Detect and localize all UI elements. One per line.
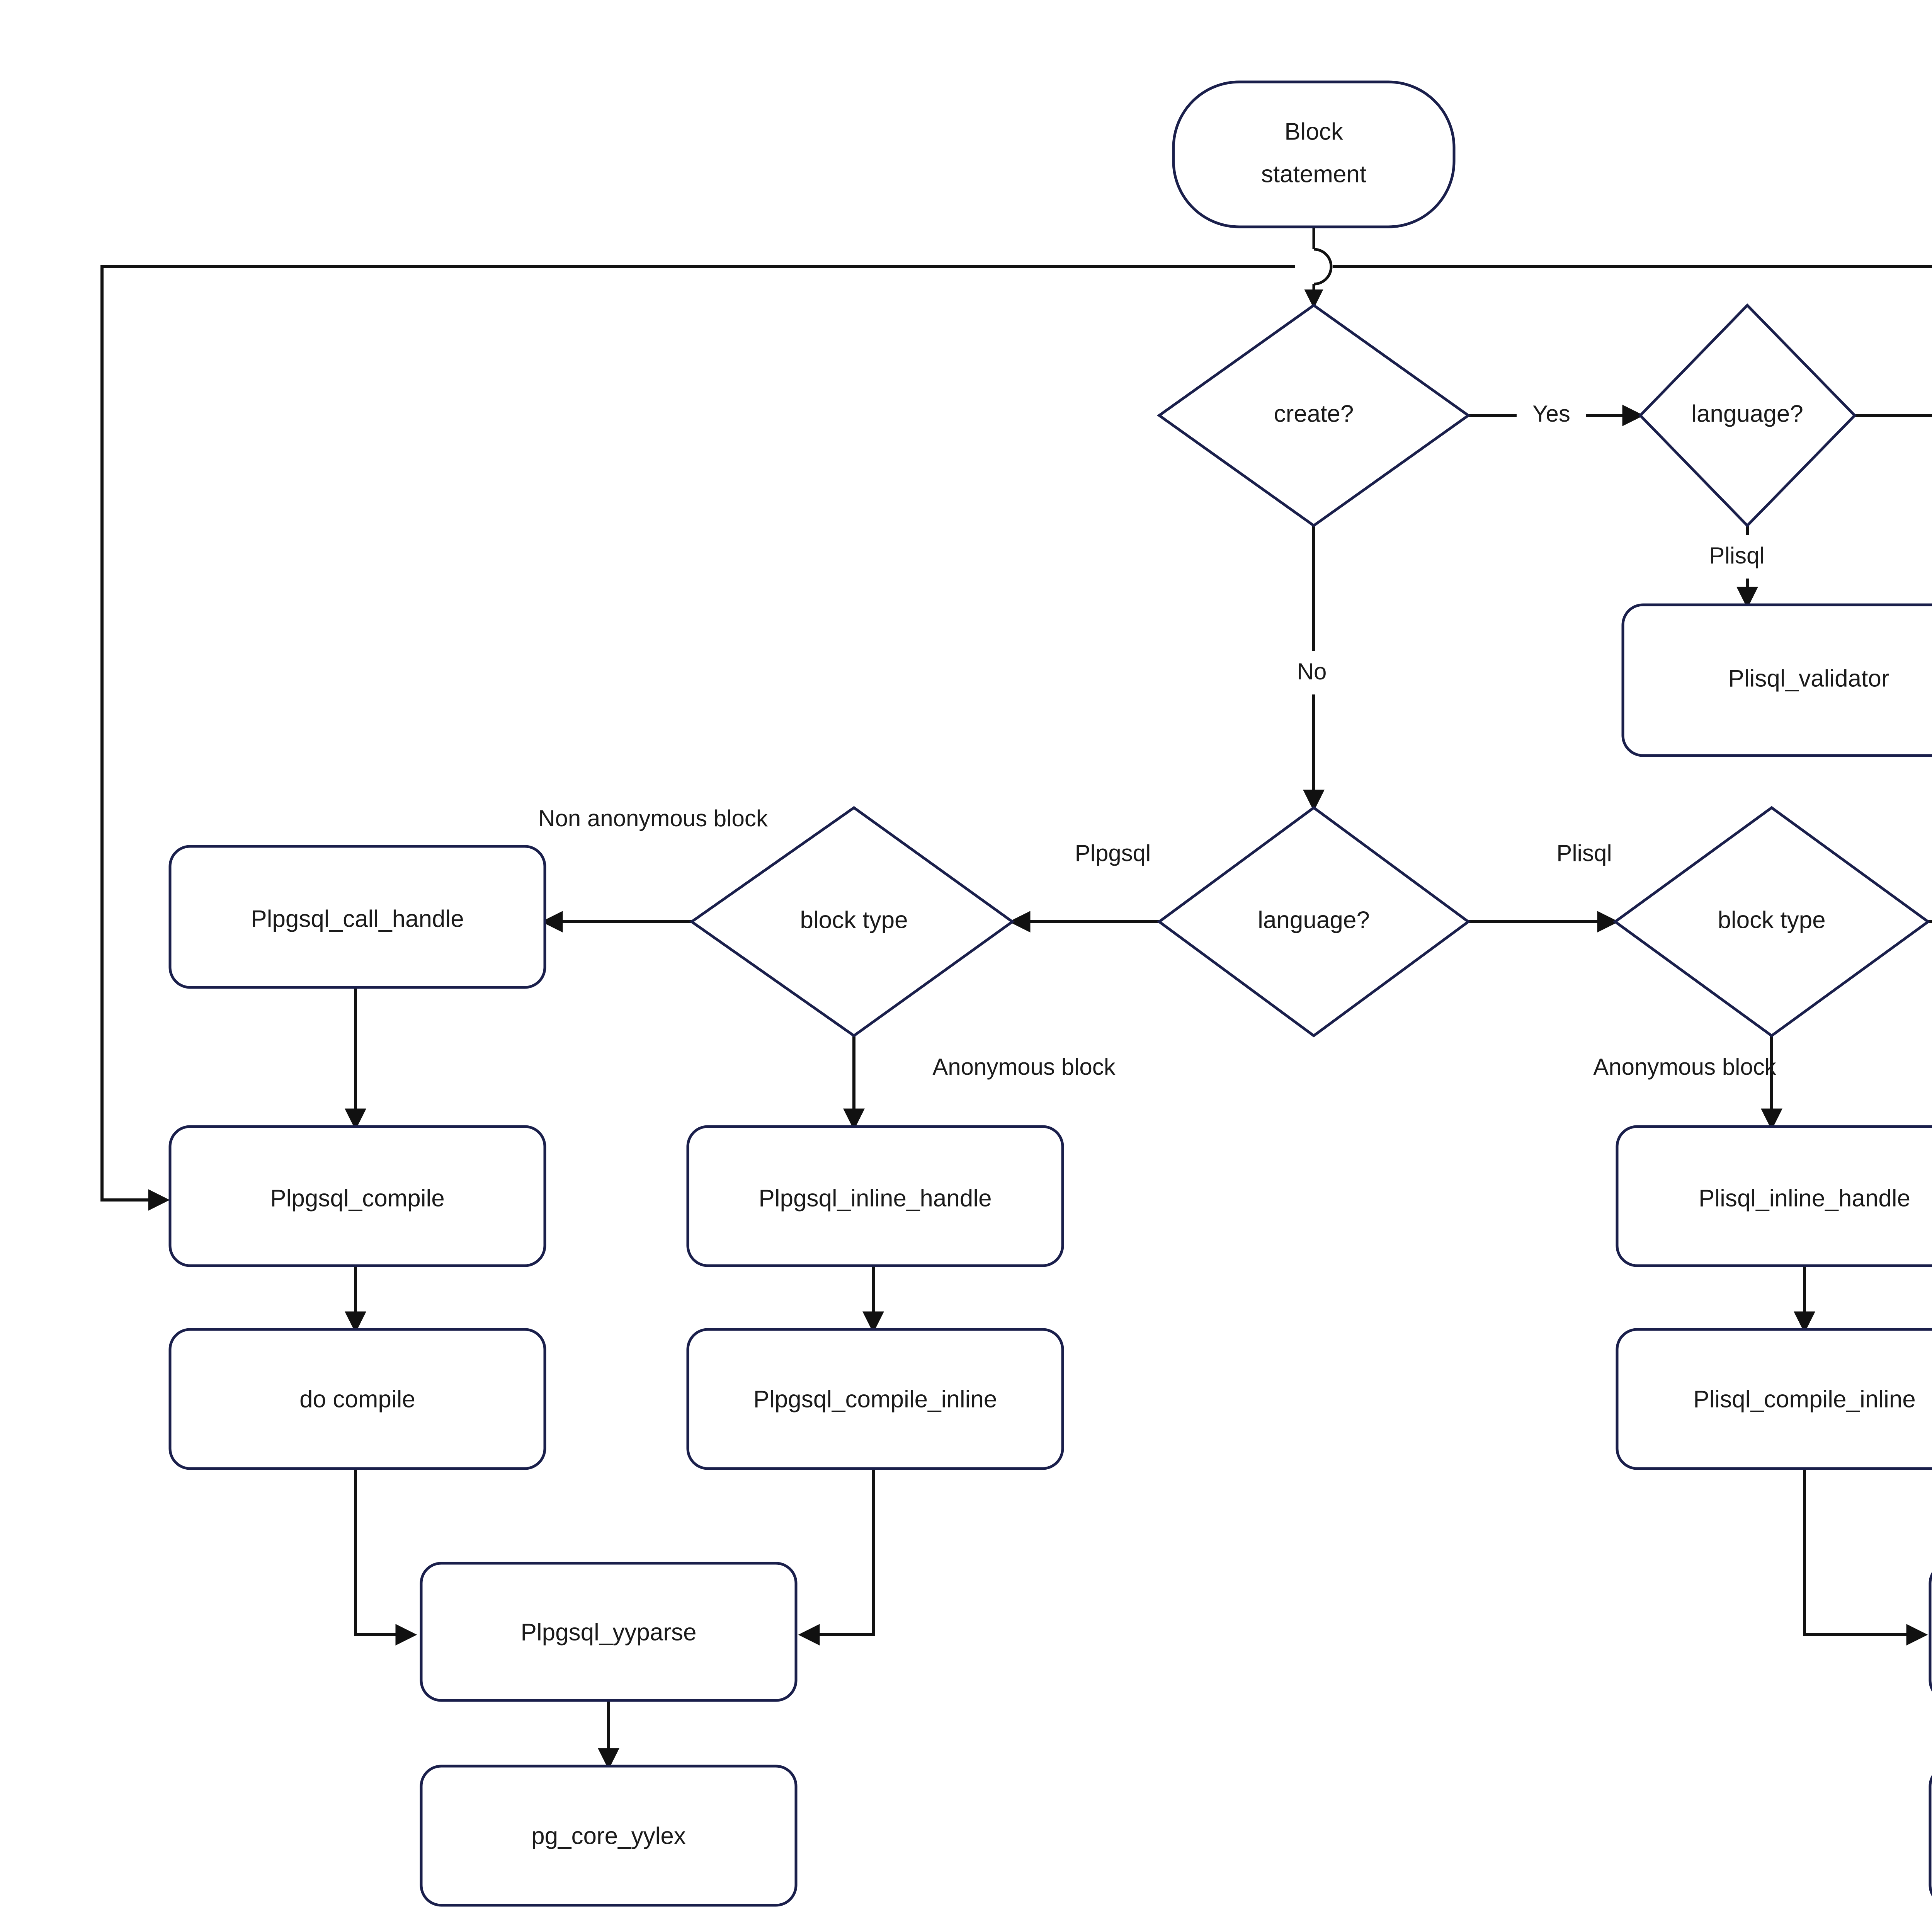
edge-label-plisql-top: Plisql	[1671, 535, 1803, 579]
svg-text:Non anonymous block: Non anonymous block	[538, 805, 768, 831]
svg-text:Yes: Yes	[1532, 401, 1570, 427]
node-blocktype-left-decision[interactable]: block type	[689, 806, 1015, 1038]
node-plpgsql-inline-handle[interactable]: Plpgsql_inline_handle	[686, 1125, 1064, 1267]
node-blocktype-right-decision-label: block type	[1718, 907, 1825, 933]
node-do-compile-left-label: do compile	[299, 1386, 415, 1413]
node-do-compile-left[interactable]: do compile	[168, 1328, 546, 1470]
edge-label-yes: Yes	[1517, 393, 1586, 437]
node-plisql-compile-inline[interactable]: Plisql_compile_inline	[1616, 1328, 1932, 1470]
edge-docompile-left-yyparse	[354, 1469, 417, 1646]
node-plisql-compile-inline-label: Plisql_compile_inline	[1693, 1386, 1916, 1413]
node-language-top-decision-label: language?	[1691, 400, 1803, 427]
node-blocktype-left-decision-label: block type	[800, 907, 908, 933]
node-plpgsql-compile-label: Plpgsql_compile	[270, 1185, 444, 1212]
node-plisql-validator[interactable]: Plisql_validator	[1621, 603, 1932, 757]
node-plpgsql-inline-handle-label: Plpgsql_inline_handle	[759, 1185, 992, 1212]
node-create-decision-label: create?	[1274, 400, 1354, 427]
node-plpgsql-call-handle-label: Plpgsql_call_handle	[251, 905, 464, 932]
node-block-statement-line2: statement	[1261, 161, 1366, 187]
node-pg-core-yylex[interactable]: pg_core_yylex	[420, 1765, 798, 1907]
svg-text:No: No	[1297, 659, 1327, 684]
node-ora-core-yylex[interactable]: ora_core_yylex	[1929, 1766, 1932, 1905]
node-plpgsql-compile[interactable]: Plpgsql_compile	[168, 1125, 546, 1267]
svg-text:Plisql: Plisql	[1556, 840, 1612, 866]
edge-label-anonymous-left: Anonymous block	[932, 1054, 1116, 1080]
node-plisql-inline-handle[interactable]: Plisql_inline_handle	[1616, 1125, 1932, 1267]
svg-text:Anonymous block: Anonymous block	[1593, 1054, 1777, 1080]
node-create-decision[interactable]: create?	[1156, 303, 1471, 528]
edge-plpgsql-validator-feedback	[1333, 265, 1932, 268]
node-block-statement-line1: Block	[1284, 118, 1344, 145]
edge-plisql-compileinline-yyparse	[1803, 1469, 1928, 1646]
node-language-mid-decision-label: language?	[1258, 907, 1370, 933]
edge-feedback-rail-left	[100, 265, 1295, 1211]
node-pg-core-yylex-label: pg_core_yylex	[531, 1823, 686, 1849]
edge-plpgsql-compileinline-yyparse	[798, 1469, 875, 1646]
edge-label-plpgsql-mid: Plpgsql	[1036, 833, 1190, 876]
edge-start-to-create	[1304, 227, 1333, 309]
node-block-statement[interactable]: Block statement	[1172, 80, 1456, 228]
node-plpgsql-compile-inline[interactable]: Plpgsql_compile_inline	[686, 1328, 1064, 1470]
node-plpgsql-compile-inline-label: Plpgsql_compile_inline	[753, 1386, 997, 1413]
node-plisql-validator-label: Plisql_validator	[1728, 665, 1889, 692]
svg-text:Anonymous block: Anonymous block	[932, 1054, 1116, 1080]
node-plpgsql-call-handle[interactable]: Plpgsql_call_handle	[168, 845, 546, 989]
node-plpgsql-yyparse-label: Plpgsql_yyparse	[521, 1619, 697, 1646]
edge-label-non-anonymous-left: Non anonymous block	[538, 805, 768, 831]
edge-label-plisql-mid: Plisql	[1519, 833, 1650, 876]
node-language-top-decision[interactable]: language?	[1638, 303, 1857, 528]
edge-label-anonymous-right: Anonymous block	[1593, 1054, 1777, 1080]
node-blocktype-right-decision[interactable]: block type	[1613, 806, 1930, 1038]
svg-text:Plpgsql: Plpgsql	[1075, 840, 1151, 866]
svg-text:Plisql: Plisql	[1709, 543, 1764, 568]
node-plisql-yyparse[interactable]: Plisql_yyparse	[1929, 1563, 1932, 1700]
edge-label-no: No	[1279, 651, 1345, 694]
node-plisql-inline-handle-label: Plisql_inline_handle	[1699, 1185, 1910, 1212]
node-plpgsql-yyparse[interactable]: Plpgsql_yyparse	[420, 1562, 798, 1702]
node-language-mid-decision[interactable]: language?	[1157, 806, 1471, 1038]
